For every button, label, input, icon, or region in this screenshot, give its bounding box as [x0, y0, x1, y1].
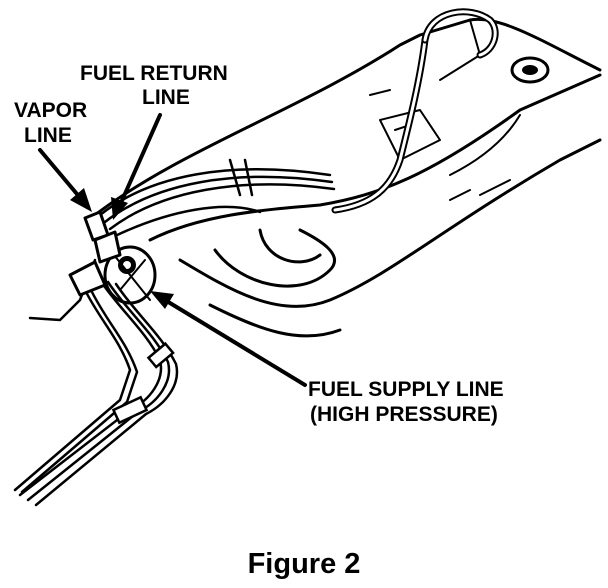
label-vapor-line-1: VAPOR [14, 99, 87, 122]
line-fittings [68, 210, 122, 297]
filler-tube [331, 8, 499, 214]
line-clip [111, 341, 175, 425]
fuel-lines-downward [13, 258, 179, 507]
fuel-pump-module [103, 245, 157, 305]
vapor-line-arrow [38, 148, 92, 212]
filler-cap [510, 56, 550, 84]
fuel-return-line-arrow [111, 113, 162, 220]
fuel-supply-line-arrow [150, 291, 307, 387]
label-fuel-return-line-1: FUEL RETURN [80, 62, 228, 85]
figure-caption: Figure 2 [248, 548, 361, 580]
label-vapor-line-2: LINE [24, 124, 72, 147]
label-fuel-return-line-2: LINE [142, 86, 190, 109]
label-fuel-supply-line-1: FUEL SUPPLY LINE [308, 378, 504, 401]
label-fuel-supply-line-2: (HIGH PRESSURE) [310, 403, 498, 426]
